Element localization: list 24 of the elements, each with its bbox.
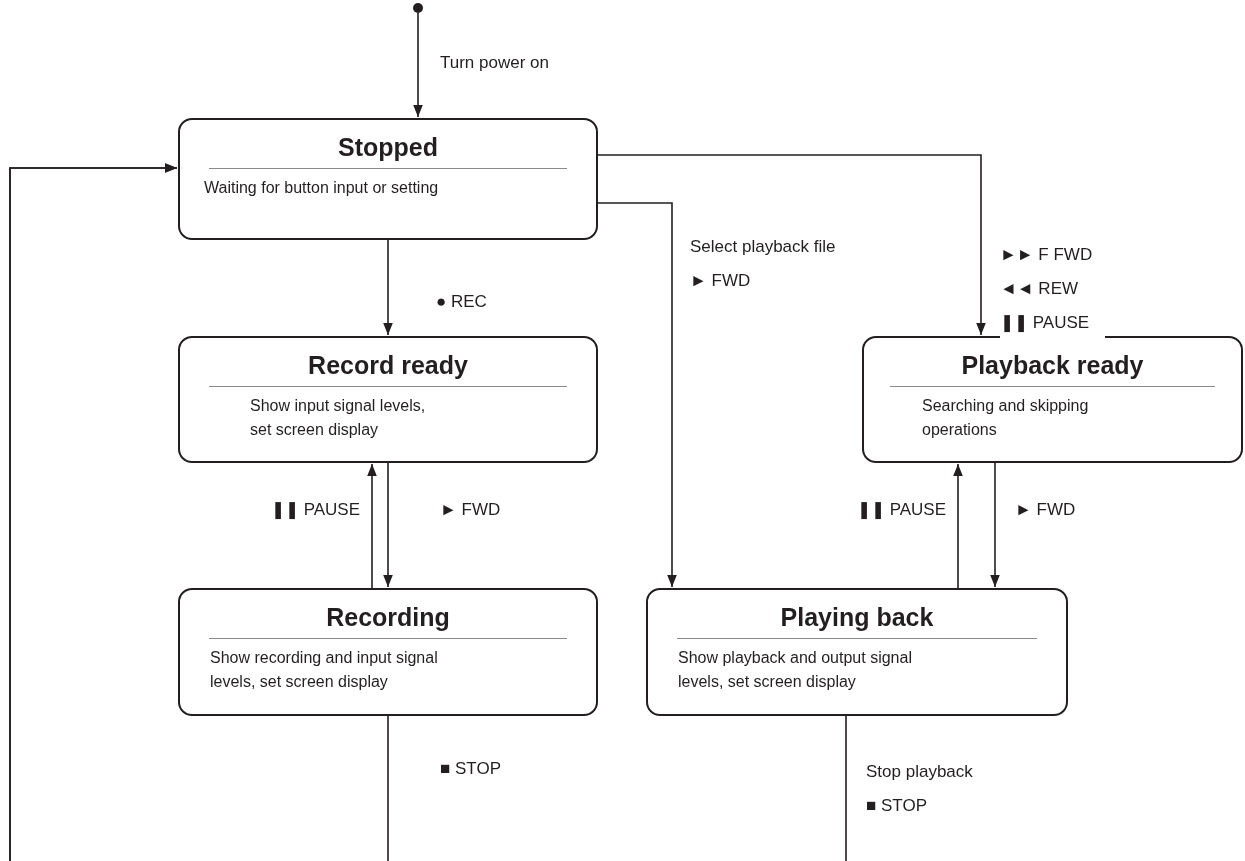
arrow xyxy=(367,463,377,589)
arrow xyxy=(953,463,963,589)
state-box xyxy=(646,588,1068,716)
state-box xyxy=(178,588,598,716)
state-title: Stopped xyxy=(338,132,438,163)
state-title: Recording xyxy=(326,602,450,633)
state-description: Show playback and output signal levels, set screen display xyxy=(677,648,913,692)
state-description: Searching and skipping operations xyxy=(921,396,1090,440)
arrow xyxy=(9,163,847,861)
arrow xyxy=(383,462,393,588)
state-title: Playback ready xyxy=(961,350,1144,381)
arrow xyxy=(990,462,1000,588)
arrow xyxy=(597,202,677,588)
state-description: Show input signal levels, set screen display xyxy=(249,396,427,440)
state-description: Waiting for button input or setting xyxy=(203,178,440,198)
state-box xyxy=(178,118,598,240)
state-title: Playing back xyxy=(780,602,934,633)
arrow xyxy=(597,154,986,336)
state-description: Show recording and input signal levels, set screen display xyxy=(209,648,439,692)
state-title: Record ready xyxy=(308,350,468,381)
state-box xyxy=(862,336,1243,463)
arrow xyxy=(413,12,423,118)
arrow xyxy=(383,239,393,336)
state-box xyxy=(178,336,598,463)
